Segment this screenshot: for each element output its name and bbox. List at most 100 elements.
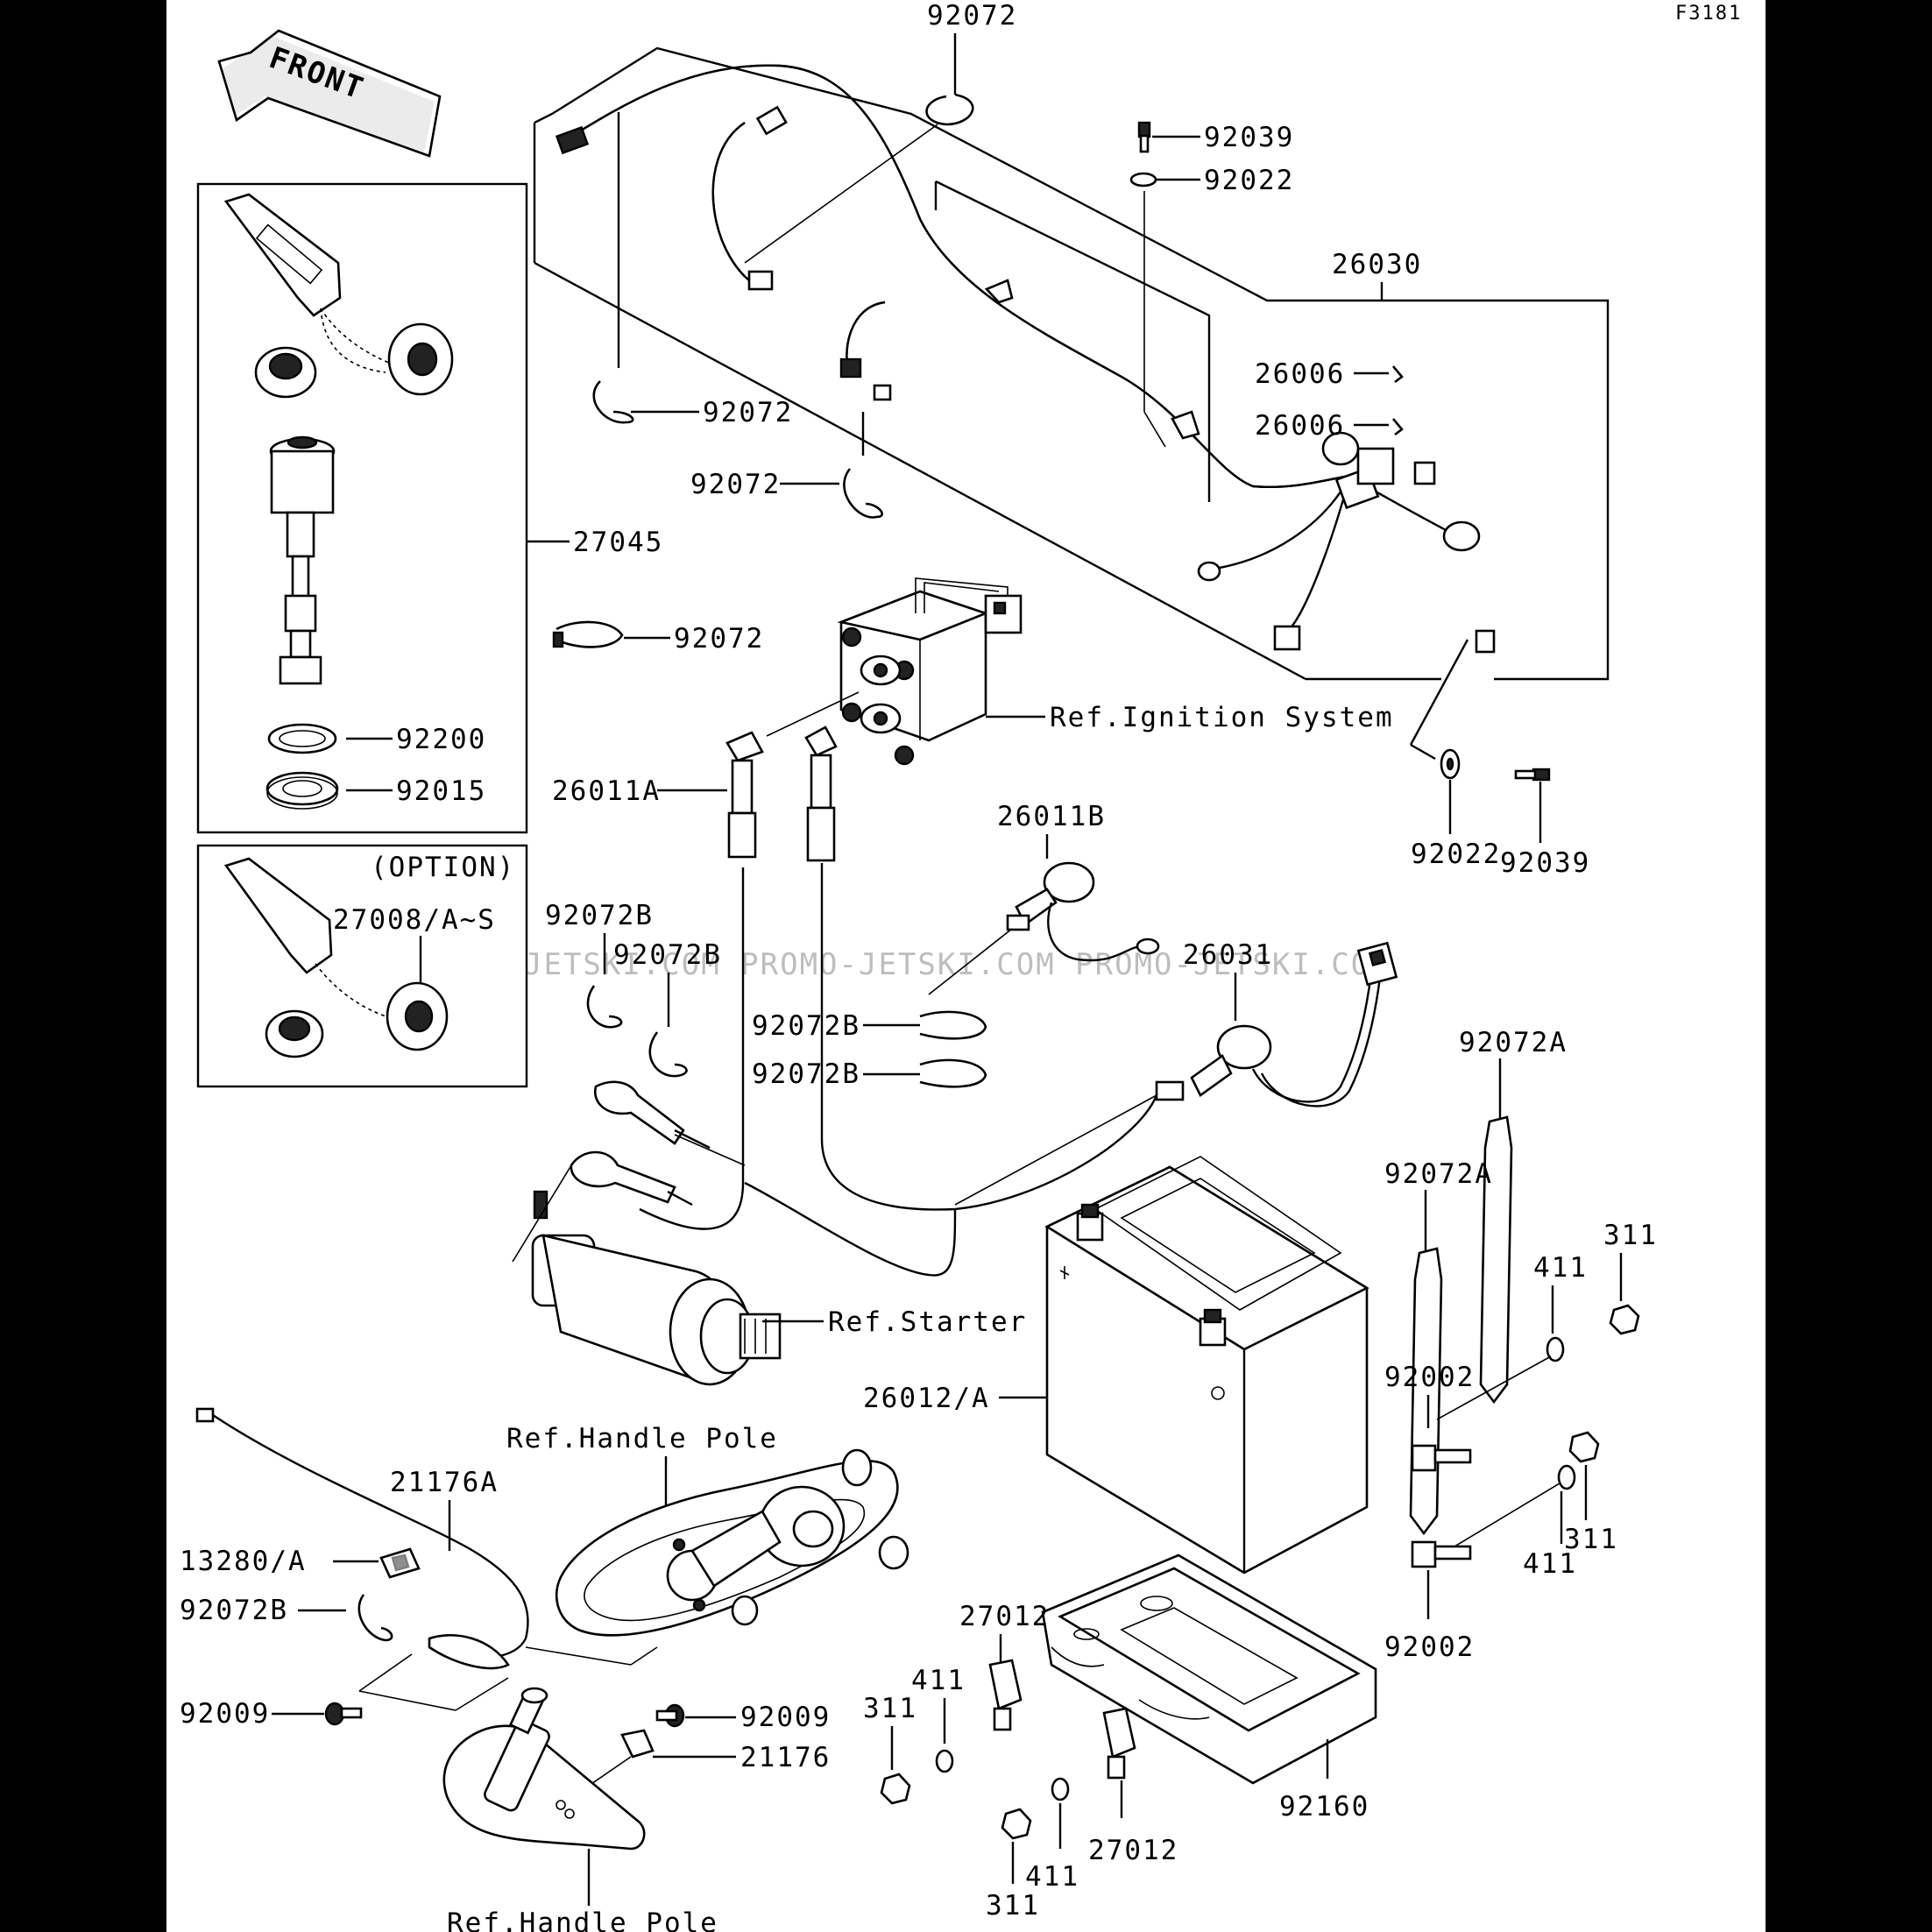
- ref-ignition-system: Ref.Ignition System: [1050, 702, 1394, 733]
- lead-wire-a: [639, 867, 745, 1230]
- lanyard-key-icon: [223, 193, 454, 399]
- clamp-92072B-e-icon: [357, 1594, 393, 1642]
- part-26006-b: 26006: [1255, 410, 1345, 442]
- part-26012: 26012/A: [863, 1383, 990, 1414]
- clamp-92072B-b-icon: [648, 1031, 688, 1078]
- part-411-a: 411: [1533, 1252, 1588, 1284]
- ref-handle-pole-bottom: Ref.Handle Pole: [447, 1907, 718, 1932]
- bolt-92039-top-icon: [1137, 121, 1151, 153]
- ignition-switch-icon: [269, 435, 336, 685]
- clip-26006-a-icon: [1392, 365, 1404, 384]
- nut-311-b-icon: [1568, 1431, 1600, 1463]
- o-ring-92200-icon: [267, 723, 337, 754]
- ignition-coil-icon: [837, 577, 1023, 766]
- part-26011B: 26011B: [997, 801, 1106, 832]
- option-label: (OPTION): [371, 852, 515, 883]
- part-92160: 92160: [1279, 1791, 1369, 1822]
- part-92009-b: 92009: [740, 1702, 831, 1733]
- screw-92009-a-icon: [324, 1702, 363, 1726]
- washer-411-a-icon: [1546, 1336, 1565, 1362]
- part-92072-a: 92072: [703, 397, 793, 428]
- part-311-d: 311: [986, 1890, 1040, 1921]
- lead-wire-b: [820, 863, 1158, 1211]
- bolt-92002-a-icon: [1411, 1444, 1472, 1472]
- part-92072B-a: 92072B: [545, 900, 654, 931]
- option-lanyard-key-icon: [223, 857, 449, 1058]
- part-92002-a: 92002: [1384, 1362, 1475, 1393]
- part-411-b: 411: [1523, 1548, 1577, 1580]
- bracket-27012-a-icon: [988, 1659, 1023, 1731]
- part-92009-a: 92009: [180, 1698, 270, 1730]
- part-92002-b: 92002: [1384, 1631, 1475, 1663]
- figure-code: F3181: [1675, 3, 1742, 25]
- part-411-d: 411: [1025, 1861, 1079, 1893]
- part-92072B-b: 92072B: [613, 939, 722, 971]
- part-92072-c: 92072: [674, 623, 764, 655]
- part-92072-b: 92072: [690, 469, 781, 500]
- strap-92072A-a-icon: [1479, 1115, 1513, 1405]
- clamp-92072-b-icon: [843, 468, 883, 519]
- part-311-b: 311: [1564, 1524, 1618, 1555]
- handle-pole-assembly-icon: [555, 1448, 909, 1637]
- washer-411-d-icon: [1051, 1777, 1070, 1801]
- part-92072-top: 92072: [927, 0, 1017, 32]
- part-27012-b: 27012: [1088, 1835, 1178, 1866]
- option-box: [196, 844, 528, 1088]
- part-13280: 13280/A: [180, 1546, 307, 1577]
- battery-icon: [1044, 1156, 1369, 1575]
- washer-411-c-icon: [935, 1749, 954, 1773]
- part-92015: 92015: [396, 775, 486, 807]
- clamp-92072B-d-icon: [919, 1058, 987, 1088]
- bolt-92002-b-icon: [1411, 1540, 1472, 1568]
- key-kit-box: [196, 182, 528, 834]
- part-27008: 27008/A~S: [333, 904, 496, 936]
- part-92072A-a: 92072A: [1459, 1027, 1568, 1058]
- screw-92009-b-icon: [655, 1703, 685, 1728]
- bracket-27012-b-icon: [1102, 1707, 1136, 1780]
- main-harness-cable: [555, 64, 1496, 654]
- harness-outline: [534, 46, 1610, 681]
- part-311-c: 311: [863, 1693, 917, 1724]
- parts-diagram: F3181 FRONT JETSKI.COM PROMO-JETSKI.COM …: [180, 0, 1742, 1932]
- clamp-92072-a-icon: [592, 380, 634, 424]
- ref-handle-pole-top: Ref.Handle Pole: [506, 1423, 778, 1454]
- part-311-a: 311: [1603, 1220, 1658, 1251]
- handle-pole-lever-icon: [442, 1687, 646, 1851]
- part-27045: 27045: [573, 527, 663, 558]
- sensor-cable-21176A-icon: [195, 1407, 529, 1670]
- part-92072B-e: 92072B: [180, 1595, 288, 1626]
- front-arrow-icon: FRONT: [217, 29, 442, 158]
- clip-26006-b-icon: [1392, 418, 1404, 436]
- part-92039-top: 92039: [1204, 122, 1294, 153]
- battery-tray-icon: [1041, 1553, 1377, 1785]
- bolt-92039-right-icon: [1514, 768, 1551, 782]
- battery-cable-26031-icon: [1155, 941, 1398, 1108]
- part-92072B-d: 92072B: [752, 1058, 860, 1090]
- part-92022-right: 92022: [1411, 839, 1501, 870]
- clamp-92072-top-icon: [925, 93, 974, 126]
- washer-92022-top-icon: [1129, 172, 1157, 188]
- clamp-92072B-c-icon: [919, 1010, 987, 1040]
- nut-311-a-icon: [1609, 1304, 1640, 1335]
- nut-92015-icon: [265, 771, 339, 810]
- part-26030: 26030: [1332, 249, 1422, 280]
- part-92200: 92200: [396, 724, 486, 755]
- part-21176: 21176: [740, 1742, 831, 1773]
- clamp-92072-c-icon: [556, 620, 624, 648]
- clamp-92072B-a-icon: [586, 985, 623, 1029]
- part-27012-a: 27012: [959, 1601, 1050, 1632]
- nut-311-c-icon: [880, 1773, 911, 1805]
- nut-311-d-icon: [1001, 1808, 1032, 1840]
- part-26011A: 26011A: [552, 775, 661, 807]
- battery-cable-26011b-icon: [1006, 861, 1160, 962]
- washer-411-b-icon: [1557, 1464, 1576, 1490]
- sensor-21176-icon: [620, 1729, 655, 1759]
- label-13280-icon: [379, 1547, 421, 1579]
- part-26006-a: 26006: [1255, 358, 1345, 390]
- part-92039-right: 92039: [1500, 847, 1590, 879]
- part-92072B-c: 92072B: [752, 1010, 860, 1042]
- part-26031: 26031: [1183, 939, 1273, 971]
- parts-diagram-sheet: F3181 FRONT JETSKI.COM PROMO-JETSKI.COM …: [166, 0, 1766, 1932]
- part-92072A-b: 92072A: [1384, 1158, 1493, 1190]
- part-21176A: 21176A: [390, 1467, 499, 1498]
